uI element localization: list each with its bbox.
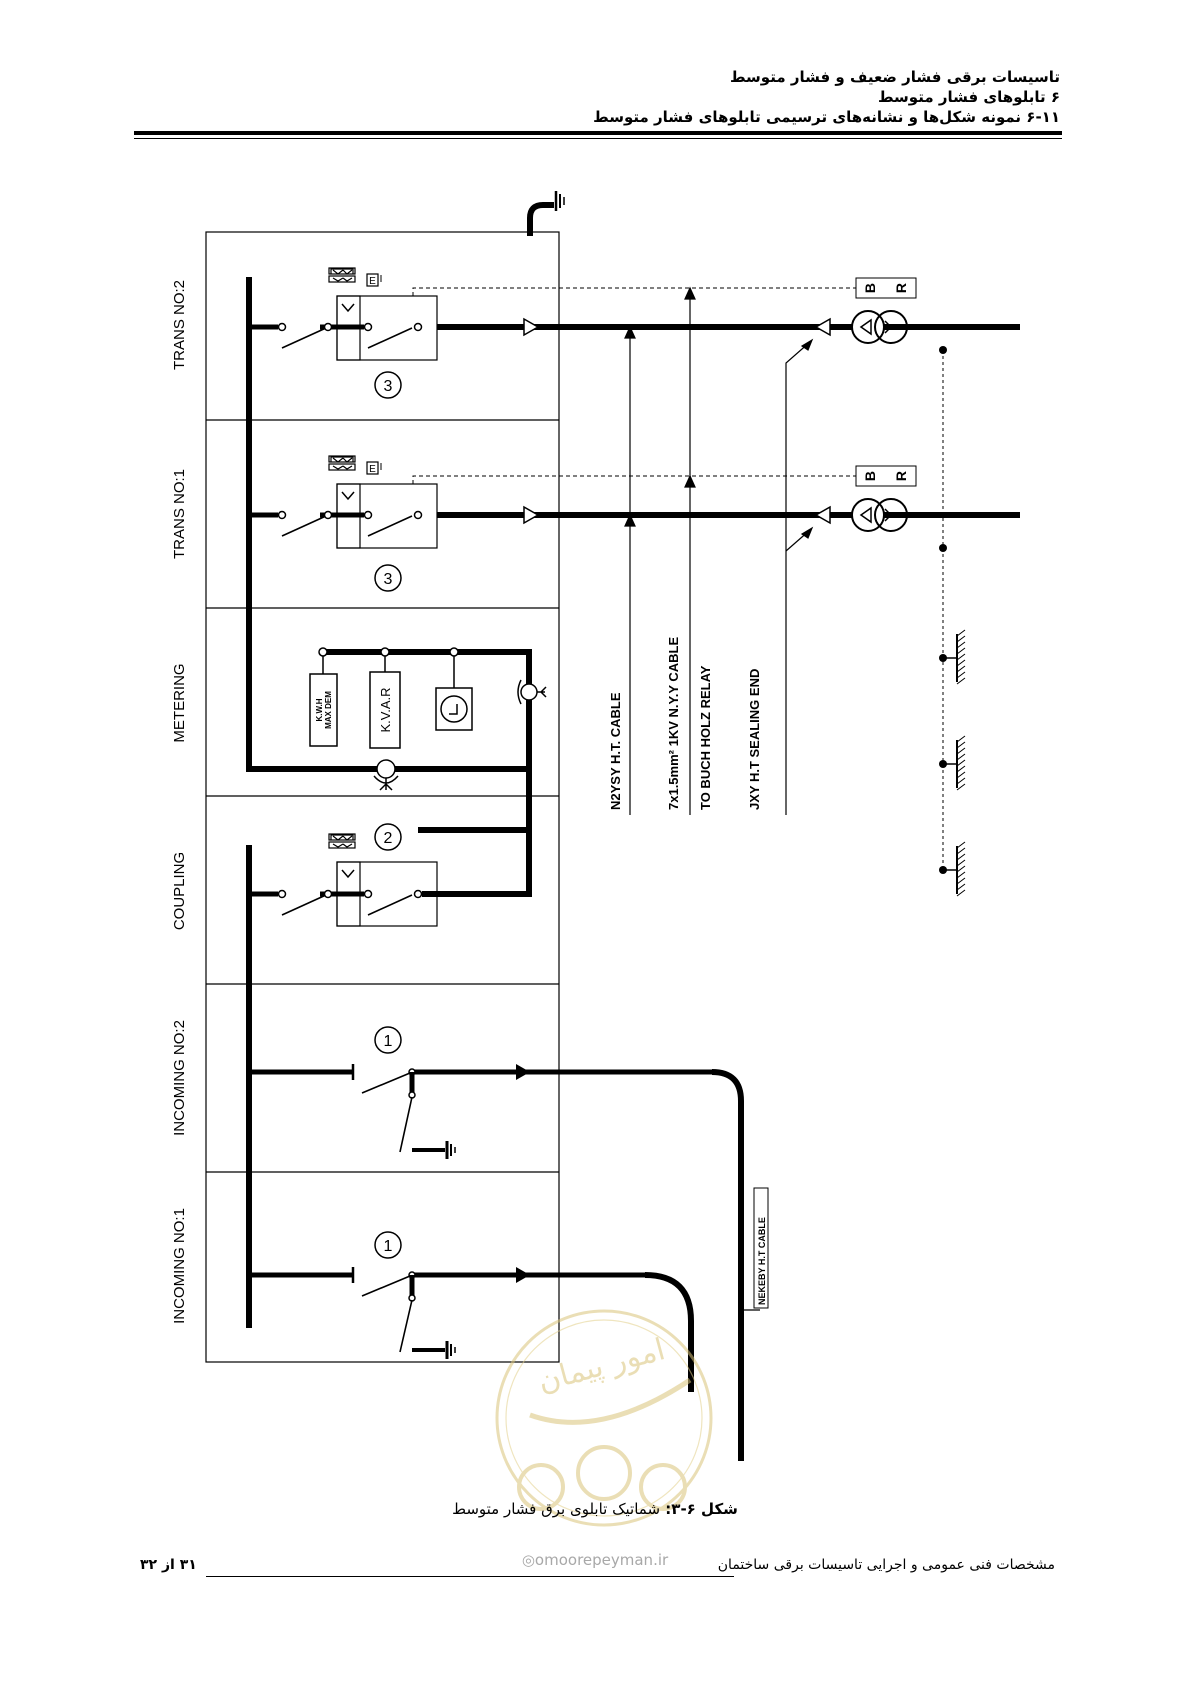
feeder-incoming2: 1 bbox=[249, 1026, 744, 1461]
circle-number-incoming1: 1 bbox=[384, 1238, 393, 1255]
section-title-coupling: COUPLING bbox=[171, 852, 188, 930]
watermark-site: ◎omoorepeyman.ir bbox=[0, 1551, 1190, 1569]
feeder-trans1: E 3 bbox=[249, 455, 438, 592]
feeder-trans2: E 3 bbox=[249, 267, 438, 399]
relay-b-trans1: B bbox=[862, 471, 878, 481]
header-line-3: ۶-۱۱ نمونه شکل‌ها و نشانه‌های ترسیمی تاب… bbox=[593, 108, 1060, 126]
circle-number-trans2: 3 bbox=[384, 378, 393, 395]
meter-maxdem-label: MAX DEM bbox=[324, 691, 333, 729]
header-rule-thick bbox=[134, 131, 1062, 135]
label-buchholz-relay: TO BUCH HOLZ RELAY bbox=[698, 665, 713, 810]
transformer-earthing bbox=[939, 346, 966, 897]
section-title-metering: METERING bbox=[171, 663, 188, 742]
cable-leaders bbox=[624, 286, 814, 1311]
top-earth-icon bbox=[527, 191, 565, 236]
feeder-coupling: 2 bbox=[249, 823, 532, 927]
header-rule-thin bbox=[134, 138, 1062, 139]
busbars bbox=[246, 277, 529, 1328]
transformer-trans1-icon bbox=[851, 498, 908, 532]
footer-rule bbox=[206, 1576, 734, 1577]
caption-text: شماتیک تابلوی برق فشار متوسط bbox=[452, 1500, 661, 1518]
watermark-logo-text: امور پیمان bbox=[534, 1332, 668, 1399]
caption-label: شکل ۶-۳: bbox=[665, 1500, 738, 1518]
section-title-trans1: TRANS NO:1 bbox=[171, 469, 188, 559]
globe-icon: ◎ bbox=[521, 1551, 535, 1569]
label-n2ysy-cable: N2YSY H.T. CABLE bbox=[608, 692, 623, 810]
meter-kwh-label: K.W.H bbox=[315, 698, 324, 721]
e-label-trans2: E bbox=[369, 276, 376, 287]
metering-section: K.W.H MAX DEM K.V.A.R bbox=[309, 647, 547, 833]
transformer-trans2-icon bbox=[851, 310, 908, 344]
relay-box-trans1: B R bbox=[855, 465, 917, 487]
circle-number-coupling: 2 bbox=[384, 830, 393, 847]
relay-box-trans2: B R bbox=[855, 277, 917, 299]
circle-number-trans1: 3 bbox=[384, 571, 393, 588]
label-jxy-sealing-end: JXY H.T SEALING END bbox=[747, 669, 762, 810]
footer-title: مشخصات فنی عمومی و اجرایی تاسیسات برقی س… bbox=[717, 1557, 1055, 1573]
panel-frame bbox=[205, 231, 560, 1363]
header-line-2: ۶ تابلوهای فشار متوسط bbox=[877, 88, 1060, 106]
section-title-trans2: TRANS NO:2 bbox=[171, 280, 188, 370]
section-title-incoming2: INCOMING NO:2 bbox=[171, 1020, 188, 1136]
header-line-1: تاسیسات برقی فشار ضعیف و فشار متوسط bbox=[729, 68, 1060, 86]
meter-kvar-label: K.V.A.R bbox=[378, 687, 393, 732]
trans-outgoing-lines bbox=[412, 287, 1020, 525]
relay-r-trans2: R bbox=[893, 283, 909, 293]
circle-number-incoming2: 1 bbox=[384, 1033, 393, 1050]
section-title-incoming1: INCOMING NO:1 bbox=[171, 1208, 188, 1324]
label-nekeby-cable: NEKEBY H.T CABLE bbox=[757, 1217, 767, 1305]
watermark-site-text: omoorepeyman.ir bbox=[534, 1551, 669, 1569]
watermark-logo: امور پیمان bbox=[495, 1309, 713, 1527]
relay-r-trans1: R bbox=[893, 471, 909, 481]
label-nyy-cable: 7x1.5mm² 1KV N.Y.Y CABLE bbox=[666, 637, 681, 810]
footer-page-number: ۳۱ از ۳۲ bbox=[140, 1557, 197, 1573]
figure-caption: شکل ۶-۳: شماتیک تابلوی برق فشار متوسط bbox=[0, 1500, 1190, 1518]
relay-b-trans2: B bbox=[862, 283, 878, 293]
e-label-trans1: E bbox=[369, 464, 376, 475]
feeder-incoming1: 1 bbox=[249, 1231, 694, 1392]
